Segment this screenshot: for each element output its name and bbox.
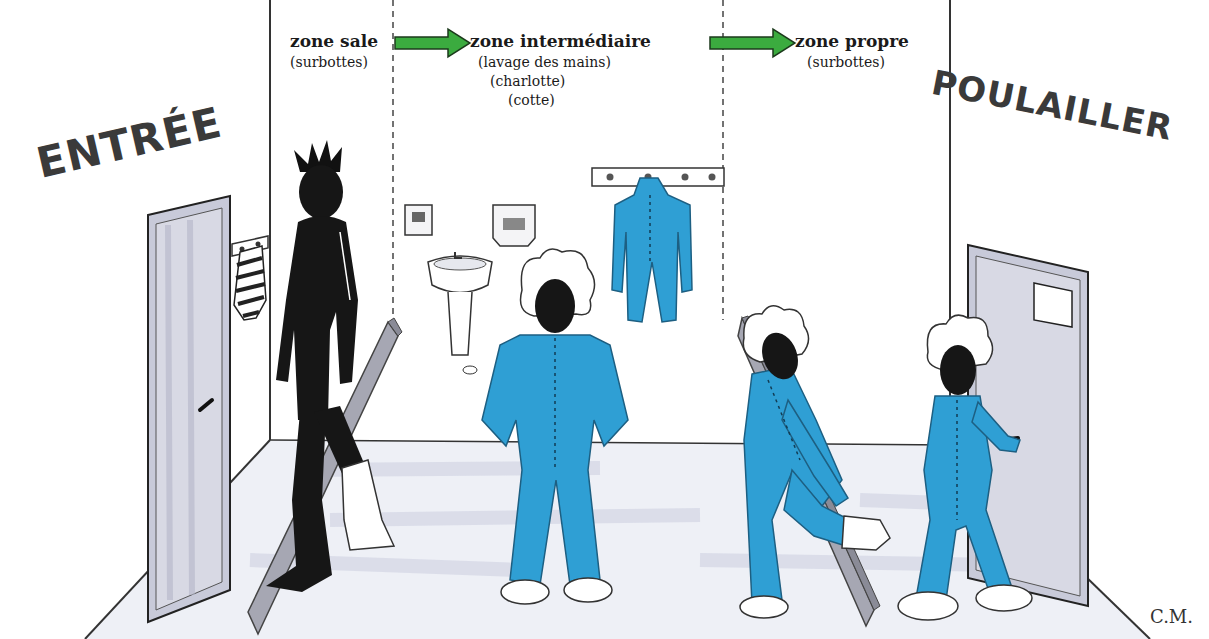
worker-figure <box>740 596 788 618</box>
worker-figure <box>535 279 575 333</box>
room <box>392 0 394 320</box>
zone-item: (cotte) <box>470 91 710 110</box>
worker-figure <box>898 592 958 620</box>
zone-title: zone sale <box>290 30 395 53</box>
entrance-door <box>156 208 222 610</box>
entrance-door <box>148 196 230 622</box>
worker-figure <box>554 338 556 470</box>
soap-dispenser <box>405 205 432 235</box>
worker-figure <box>564 578 612 602</box>
zone-item: (surbottes) <box>290 53 395 72</box>
entrance-door <box>200 400 212 410</box>
signature: C.M. <box>1150 606 1193 627</box>
soap-dispenser <box>412 212 425 222</box>
entrance-door <box>148 196 230 622</box>
poultry-house-door <box>1034 283 1072 327</box>
hanging-coverall <box>612 178 692 322</box>
soap-dispenser <box>405 205 432 235</box>
worker-figure <box>768 380 800 460</box>
worker-figure <box>976 585 1032 611</box>
flow-arrow <box>710 29 795 57</box>
towel-dispenser <box>503 218 525 230</box>
coat-rack <box>607 174 614 181</box>
visitor-figure <box>340 232 350 300</box>
zone-title: zone intermédiaire <box>470 30 710 53</box>
street-jacket <box>232 236 268 320</box>
worker-figure <box>756 328 804 385</box>
visitor-figure <box>266 412 332 592</box>
zone-item: (charlotte) <box>470 72 710 91</box>
street-jacket <box>234 246 266 320</box>
worker-figure <box>482 249 628 604</box>
flow-arrow <box>395 29 470 57</box>
wash-basin <box>455 252 462 258</box>
bench <box>388 318 402 336</box>
worker-figure <box>898 315 1032 620</box>
worker-figure <box>740 306 890 618</box>
visitor-figure <box>299 165 343 219</box>
wash-basin <box>463 366 477 374</box>
room <box>722 0 724 320</box>
bench <box>738 318 874 626</box>
worker-figure <box>972 402 1020 452</box>
towel-dispenser <box>493 205 535 246</box>
worker-figure <box>940 345 976 395</box>
street-jacket <box>236 258 265 316</box>
zone-band: zone propre(surbottes) <box>795 30 945 72</box>
zone-title: zone propre <box>795 30 945 53</box>
zone-band: zone sale(surbottes) <box>290 30 395 72</box>
wash-basin <box>428 252 492 374</box>
zone-item: (lavage des mains) <box>470 53 710 72</box>
worker-figure <box>784 470 850 546</box>
worker-figure <box>842 516 890 550</box>
entrance-sign: ENTRÉE <box>32 98 226 188</box>
wash-basin <box>434 258 486 270</box>
worker-figure <box>482 335 628 585</box>
towel-dispenser <box>493 205 535 246</box>
poultry-house-sign: POULAILLER <box>928 62 1176 148</box>
wash-basin <box>428 256 492 293</box>
hanging-coverall <box>649 195 651 262</box>
coat-rack <box>709 174 716 181</box>
worker-figure <box>501 580 549 604</box>
zone-band: zone intermédiaire(lavage des mains)(cha… <box>470 30 710 110</box>
worker-figure <box>782 400 848 506</box>
visitor-figure <box>342 460 394 550</box>
room <box>270 440 950 445</box>
worker-figure <box>956 400 958 520</box>
hanging-coverall <box>612 178 692 322</box>
zone-item: (surbottes) <box>795 53 945 72</box>
visitor-figure <box>276 216 358 420</box>
entrance-door <box>168 220 192 600</box>
coat-rack <box>682 174 689 181</box>
room <box>269 0 271 440</box>
visitor-figure <box>266 140 394 592</box>
street-jacket <box>256 242 261 247</box>
wash-basin <box>448 292 472 355</box>
